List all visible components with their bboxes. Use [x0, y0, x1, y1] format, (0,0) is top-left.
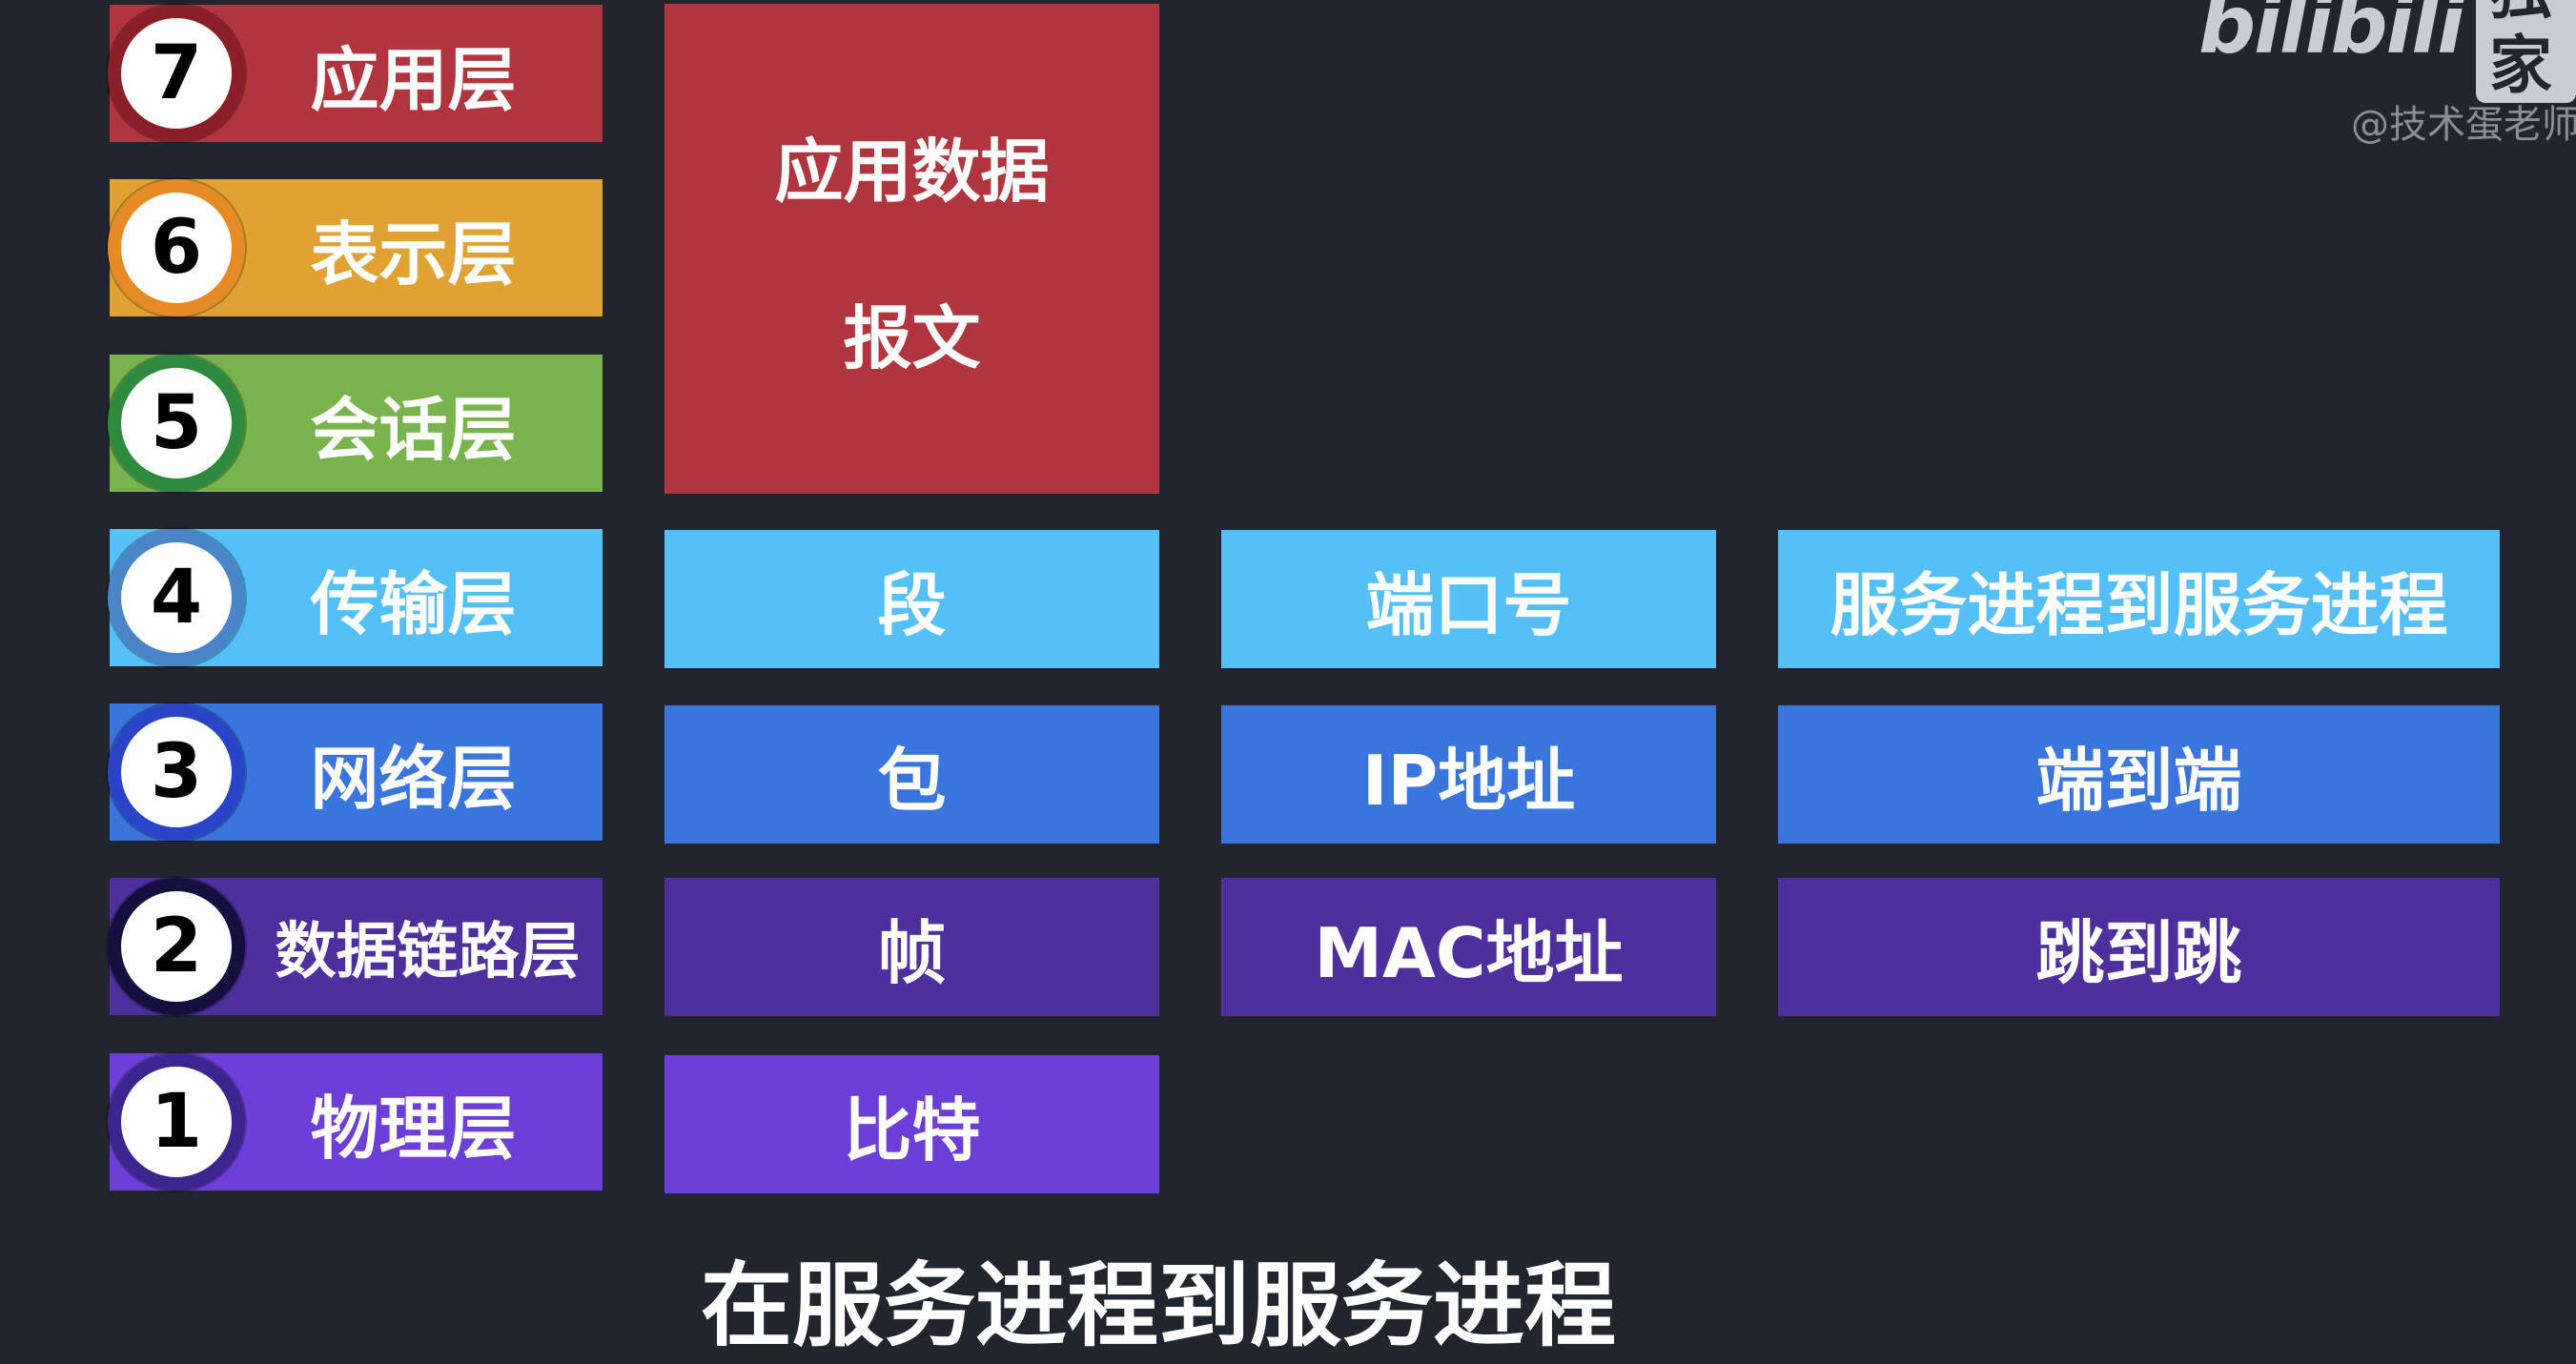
bit-box: 比特 [664, 1055, 1159, 1193]
layer-5-number-badge: 5 [108, 355, 245, 492]
message-label: 报文 [843, 298, 981, 378]
layer-4-name: 传输层 [310, 563, 517, 644]
layer-1-name: 物理层 [310, 1088, 517, 1169]
layer-2-name: 数据链路层 [275, 917, 581, 987]
hop-to-hop-label: 跳到跳 [2035, 913, 2242, 993]
layer-2-number-badge: 2 [108, 878, 245, 1015]
process-to-process-label: 服务进程到服务进程 [1830, 565, 2448, 645]
bit-label: 比特 [843, 1090, 981, 1171]
layer-5-name: 会话层 [310, 389, 517, 470]
end-to-end-label: 端到端 [2035, 741, 2242, 821]
application-data-block: 应用数据 报文 [664, 4, 1159, 494]
layer-6-name: 表示层 [310, 214, 517, 295]
application-data-label: 应用数据 [774, 132, 1050, 212]
mac-address-box: MAC地址 [1221, 878, 1716, 1016]
video-subtitle: 在服务进程到服务进程 [701, 1252, 1616, 1359]
layer-6-number-badge: 6 [108, 179, 245, 316]
end-to-end-box: 端到端 [1778, 705, 2500, 844]
layer-3-name: 网络层 [310, 738, 517, 819]
layer-4-number-badge: 4 [108, 529, 245, 666]
segment-box: 段 [664, 530, 1159, 668]
packet-label: 包 [877, 741, 947, 821]
layer-1-number-badge: 1 [108, 1053, 245, 1191]
frame-label: 帧 [877, 913, 947, 993]
segment-label: 段 [877, 565, 947, 645]
layer-3-number-badge: 3 [108, 703, 245, 841]
bilibili-logo: bilibili 独家 [2198, 0, 2576, 103]
ip-address-label: IP地址 [1361, 741, 1576, 821]
author-credit: @技术蛋老师 [2351, 103, 2576, 147]
mac-address-label: MAC地址 [1314, 913, 1624, 993]
bilibili-logo-text: bilibili [2198, 0, 2464, 71]
port-number-box: 端口号 [1221, 530, 1716, 668]
ip-address-box: IP地址 [1221, 705, 1716, 844]
process-to-process-box: 服务进程到服务进程 [1778, 530, 2500, 668]
packet-box: 包 [664, 705, 1159, 844]
frame-box: 帧 [664, 878, 1159, 1016]
exclusive-badge: 独家 [2476, 0, 2576, 103]
port-number-label: 端口号 [1365, 565, 1572, 645]
hop-to-hop-box: 跳到跳 [1778, 878, 2500, 1016]
layer-7-name: 应用层 [310, 39, 517, 120]
layer-7-number-badge: 7 [108, 5, 245, 142]
